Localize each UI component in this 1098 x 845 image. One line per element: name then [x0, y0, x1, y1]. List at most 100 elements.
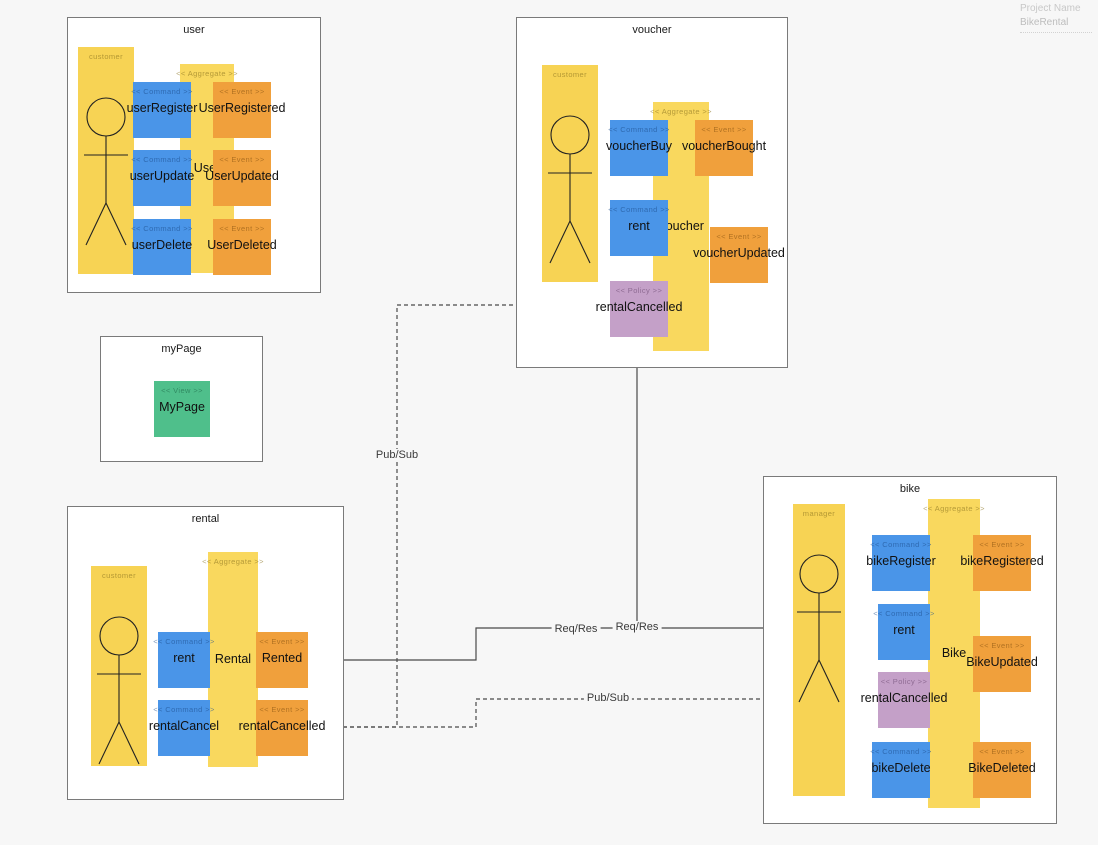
policy-rentalCancelled[interactable]: << Policy >> rentalCancelled	[596, 281, 682, 337]
command-rent[interactable]: << Command >> rent	[873, 604, 934, 660]
view-MyPage[interactable]: << View >> MyPage	[154, 381, 210, 437]
event-stereotype: << Event >>	[219, 155, 265, 164]
event-UserUpdated[interactable]: << Event >> UserUpdated	[205, 150, 279, 206]
edge-label-rentalcancelled-to-bike-policy: Pub/Sub	[583, 692, 633, 704]
actor-label: customer	[101, 571, 137, 580]
event-stereotype: << Event >>	[979, 540, 1025, 549]
view-stereotype: << View >>	[161, 386, 203, 395]
command-stereotype: << Command >>	[870, 747, 932, 756]
context-title: bike	[899, 483, 921, 495]
event-label: UserRegistered	[198, 101, 286, 115]
policy-label: rentalCancelled	[860, 691, 948, 705]
event-stereotype: << Event >>	[219, 224, 265, 233]
event-label: UserDeleted	[207, 238, 277, 252]
view-label: MyPage	[159, 400, 205, 414]
event-UserDeleted[interactable]: << Event >> UserDeleted	[207, 219, 277, 275]
event-label: rentalCancelled	[238, 719, 326, 733]
event-label: UserUpdated	[205, 169, 279, 183]
command-label: bikeDelete	[871, 761, 931, 775]
event-BikeDeleted[interactable]: << Event >> BikeDeleted	[968, 742, 1036, 798]
aggregate-stereotype: << Aggregate >>	[650, 107, 712, 116]
event-voucherBought[interactable]: << Event >> voucherBought	[682, 120, 766, 176]
event-label: BikeDeleted	[968, 761, 1036, 775]
command-stereotype: << Command >>	[153, 637, 215, 646]
project-name-badge: Project Name BikeRental	[1020, 2, 1092, 33]
command-label: userRegister	[126, 101, 198, 115]
policy-label: rentalCancelled	[595, 300, 683, 314]
event-stereotype: << Event >>	[979, 641, 1025, 650]
context-title: voucher	[632, 24, 672, 36]
event-stereotype: << Event >>	[979, 747, 1025, 756]
command-bikeRegister[interactable]: << Command >> bikeRegister	[866, 535, 936, 591]
event-stereotype: << Event >>	[701, 125, 747, 134]
event-label: bikeRegistered	[960, 554, 1044, 568]
command-stereotype: << Command >>	[873, 609, 935, 618]
command-stereotype: << Command >>	[153, 705, 215, 714]
edge-label-rented-to-bike-rent: Req/Res	[551, 623, 601, 635]
command-stereotype: << Command >>	[131, 87, 193, 96]
command-userUpdate[interactable]: << Command >> userUpdate	[130, 150, 194, 206]
event-label: BikeUpdated	[966, 655, 1038, 669]
actor-label: customer	[88, 52, 124, 61]
policy-rentalCancelled[interactable]: << Policy >> rentalCancelled	[861, 672, 947, 728]
command-stereotype: << Command >>	[608, 205, 670, 214]
event-stereotype: << Event >>	[716, 232, 762, 241]
actor-rental[interactable]: customer	[91, 566, 147, 766]
actor-label: customer	[552, 70, 588, 79]
actor-bike[interactable]: manager	[793, 504, 845, 796]
aggregate-rental[interactable]: << Aggregate >> Rental	[202, 552, 264, 767]
edge-rentalcancelled-to-voucher-policy[interactable]	[308, 301, 610, 728]
command-stereotype: << Command >>	[131, 224, 193, 233]
command-label: bikeRegister	[866, 554, 936, 568]
context-title: rental	[191, 513, 220, 525]
actor-voucher[interactable]: customer	[542, 65, 598, 282]
command-stereotype: << Command >>	[131, 155, 193, 164]
event-Rented[interactable]: << Event >> Rented	[256, 632, 308, 688]
aggregate-label: Voucher	[658, 218, 704, 233]
policy-stereotype: << Policy >>	[880, 677, 928, 686]
event-label: Rented	[261, 651, 303, 665]
command-rentalCancel[interactable]: << Command >> rentalCancel	[149, 700, 219, 756]
command-stereotype: << Command >>	[608, 125, 670, 134]
event-label: voucherBought	[681, 139, 767, 153]
aggregate-stereotype: << Aggregate >>	[202, 557, 264, 566]
command-rent[interactable]: << Command >>rent	[608, 200, 670, 256]
aggregate-stereotype: << Aggregate >>	[176, 69, 238, 78]
edge-label-rented-to-voucher-rent: Req/Res	[612, 621, 662, 633]
command-userDelete[interactable]: << Command >> userDelete	[131, 219, 193, 275]
event-stereotype: << Event >>	[259, 705, 305, 714]
command-label: rent	[173, 651, 195, 665]
command-rent[interactable]: << Command >> rent	[153, 632, 214, 688]
command-label: userUpdate	[129, 169, 195, 183]
aggregate-label: Bike	[941, 645, 967, 660]
command-userRegister[interactable]: << Command >> userRegister	[127, 82, 197, 138]
event-stereotype: << Event >>	[259, 637, 305, 646]
event-label: voucherUpdated	[693, 246, 785, 260]
context-title: myPage	[161, 343, 202, 355]
aggregate-bike[interactable]: << Aggregate >> Bike	[923, 499, 985, 808]
context-title: user	[183, 24, 205, 36]
command-stereotype: << Command >>	[870, 540, 932, 549]
command-label: rent	[893, 623, 915, 637]
command-label: userDelete	[131, 238, 193, 252]
edge-label-rentalcancelled-to-voucher-policy: Pub/Sub	[372, 449, 422, 461]
actor-label: manager	[802, 509, 836, 518]
policy-stereotype: << Policy >>	[615, 286, 663, 295]
command-bikeDelete[interactable]: << Command >> bikeDelete	[870, 742, 932, 798]
aggregate-label: Rental	[214, 651, 252, 666]
project-name-value: BikeRental	[1020, 16, 1069, 28]
event-rentalCancelled[interactable]: << Event >> rentalCancelled	[239, 700, 325, 756]
project-name-label: Project Name	[1020, 3, 1081, 14]
actor-user[interactable]: customer	[78, 47, 134, 274]
command-label: rentalCancel	[148, 719, 220, 733]
event-stereotype: << Event >>	[219, 87, 265, 96]
event-UserRegistered[interactable]: << Event >> UserRegistered	[199, 82, 285, 138]
command-voucherBuy[interactable]: << Command >> voucherBuy	[606, 120, 672, 176]
event-bikeRegistered[interactable]: << Event >> bikeRegistered	[960, 535, 1044, 591]
event-voucherUpdated[interactable]: << Event >> voucherUpdated	[693, 227, 785, 283]
aggregate-stereotype: << Aggregate >>	[923, 504, 985, 513]
event-BikeUpdated[interactable]: << Event >> BikeUpdated	[966, 636, 1038, 692]
command-label: voucherBuy	[606, 139, 673, 153]
project-divider	[1020, 32, 1092, 33]
